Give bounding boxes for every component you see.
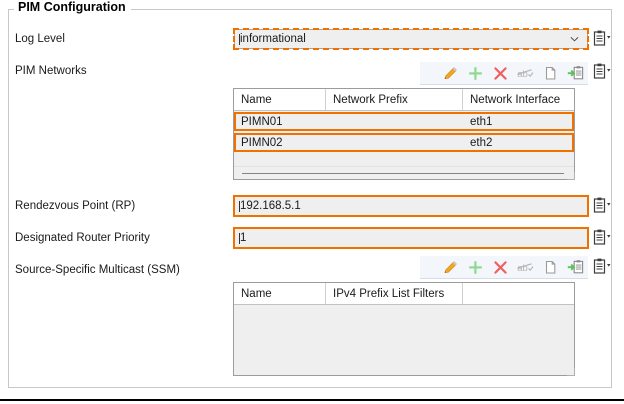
ssm-add-button[interactable] — [463, 256, 488, 278]
plus-icon — [469, 66, 482, 80]
pim-networks-table[interactable]: Name Network Prefix Network Interface PI… — [233, 88, 575, 180]
column-header-network-prefix: Network Prefix — [326, 89, 463, 110]
clipboard-icon — [593, 258, 611, 274]
label-pim-networks: PIM Networks — [15, 65, 87, 77]
pim-networks-rename-button: ab — [513, 62, 538, 84]
clipboard-log-level-button[interactable] — [592, 30, 614, 47]
dr-priority-value: 1 — [240, 231, 247, 244]
label-ssm: Source-Specific Multicast (SSM) — [15, 264, 180, 276]
abc-strikethrough-icon: ab — [517, 69, 534, 80]
clipboard-ssm-button[interactable] — [592, 258, 614, 275]
text-caret — [239, 232, 240, 244]
ssm-table-body — [234, 305, 574, 375]
scrollbar-thumb[interactable] — [242, 173, 564, 174]
x-icon — [494, 66, 507, 80]
copy-icon — [545, 260, 556, 274]
svg-text:ab: ab — [517, 69, 528, 80]
ssm-toolbar: ab — [420, 256, 588, 279]
horizontal-scrollbar[interactable] — [234, 166, 574, 179]
pim-networks-copy-button[interactable] — [538, 62, 563, 84]
pim-networks-paste-button[interactable] — [563, 62, 588, 84]
paste-import-icon — [567, 65, 583, 79]
log-level-value: informational — [240, 32, 306, 45]
pim-networks-edit-button[interactable] — [438, 62, 463, 84]
rendezvous-point-value: 192.168.5.1 — [240, 199, 301, 212]
rendezvous-point-input[interactable]: 192.168.5.1 — [234, 196, 588, 216]
cell-network-prefix — [326, 112, 463, 131]
ssm-delete-button[interactable] — [488, 256, 513, 278]
abc-strikethrough-icon: ab — [517, 263, 534, 274]
cell-name: PIMN02 — [241, 136, 283, 149]
clipboard-icon — [593, 63, 611, 79]
ssm-rename-button: ab — [513, 256, 538, 278]
ssm-edit-button[interactable] — [438, 256, 463, 278]
clipboard-icon — [593, 229, 611, 245]
cell-network-prefix — [326, 133, 463, 152]
column-header-name: Name — [234, 283, 326, 304]
text-caret — [239, 33, 240, 45]
cell-network-interface: eth1 — [470, 115, 493, 128]
chevron-down-icon — [570, 37, 579, 42]
clipboard-icon — [593, 197, 611, 213]
copy-icon — [545, 66, 556, 80]
pim-networks-table-header: Name Network Prefix Network Interface — [234, 89, 574, 111]
pim-networks-add-button[interactable] — [463, 62, 488, 84]
clipboard-dr-priority-button[interactable] — [592, 229, 614, 246]
table-row[interactable]: PIMN01 eth1 — [234, 112, 574, 131]
column-header-name: Name — [234, 89, 326, 110]
cell-network-interface: eth2 — [470, 136, 493, 149]
log-level-combobox[interactable]: informational — [234, 29, 588, 49]
x-icon — [494, 260, 507, 274]
ssm-table-header: Name IPv4 Prefix List Filters — [234, 283, 574, 305]
column-header-blank — [463, 283, 574, 304]
clipboard-icon — [593, 30, 611, 46]
resize-grip-icon[interactable] — [566, 171, 575, 180]
table-row[interactable]: PIMN02 eth2 — [234, 133, 574, 152]
label-rendezvous-point: Rendezvous Point (RP) — [15, 200, 136, 212]
column-header-ipv4-prefix-list: IPv4 Prefix List Filters — [326, 283, 463, 304]
clipboard-pim-networks-button[interactable] — [592, 63, 614, 80]
pim-networks-delete-button[interactable] — [488, 62, 513, 84]
ssm-table[interactable]: Name IPv4 Prefix List Filters — [233, 282, 575, 376]
label-log-level: Log Level — [15, 33, 65, 45]
ssm-copy-button[interactable] — [538, 256, 563, 278]
ssm-paste-button[interactable] — [563, 256, 588, 278]
pim-networks-toolbar: ab — [420, 62, 588, 85]
group-title: PIM Configuration — [14, 1, 131, 13]
paste-import-icon — [567, 259, 583, 273]
resize-grip-icon[interactable] — [566, 367, 575, 376]
svg-text:ab: ab — [517, 263, 528, 274]
plus-icon — [469, 260, 482, 274]
pencil-icon — [444, 66, 457, 79]
pim-networks-table-body: PIMN01 eth1 PIMN02 eth2 — [234, 112, 574, 152]
cell-name: PIMN01 — [241, 115, 283, 128]
text-caret — [239, 200, 240, 212]
dr-priority-input[interactable]: 1 — [234, 228, 588, 248]
pencil-icon — [444, 260, 457, 273]
bottom-divider — [0, 399, 624, 401]
column-header-network-interface: Network Interface — [470, 93, 561, 106]
clipboard-rendezvous-point-button[interactable] — [592, 197, 614, 214]
label-dr-priority: Designated Router Priority — [15, 232, 150, 244]
